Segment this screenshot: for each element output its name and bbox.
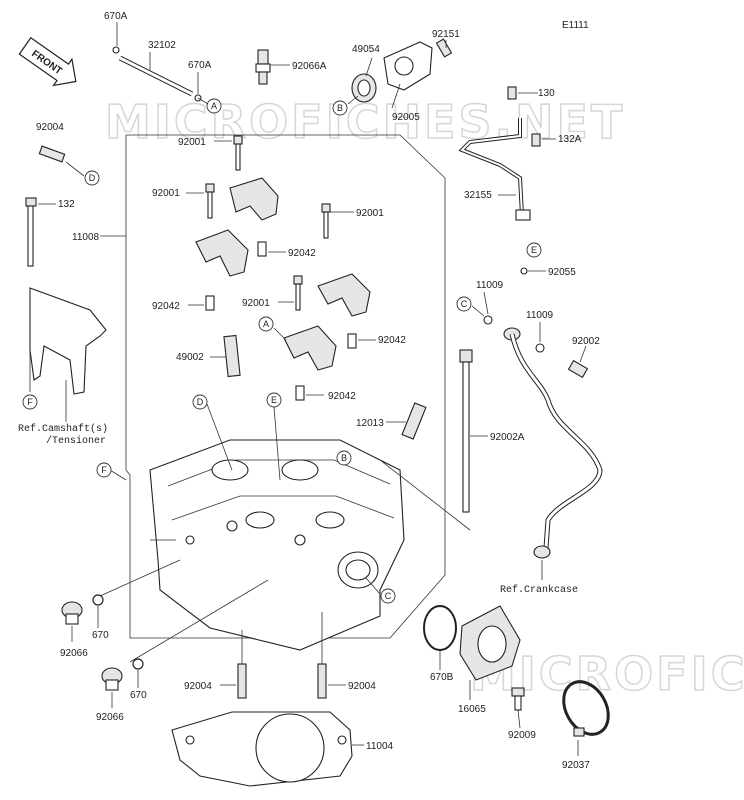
label-670B: 670B bbox=[430, 672, 454, 683]
label-92042-d: 92042 bbox=[328, 391, 356, 402]
thermostat-housing bbox=[351, 38, 453, 109]
svg-text:D: D bbox=[89, 173, 96, 183]
callout-E2: E bbox=[266, 392, 282, 408]
cam-cap-upper-left bbox=[186, 183, 249, 311]
bolt-92009 bbox=[511, 687, 525, 729]
sensor-92066A bbox=[255, 49, 290, 85]
stud-92004-top bbox=[38, 145, 85, 177]
svg-text:C: C bbox=[461, 299, 468, 309]
label-670-a: 670 bbox=[92, 630, 109, 641]
cam-cap-mid-right bbox=[317, 203, 376, 349]
label-132: 132 bbox=[58, 199, 75, 210]
label-92002: 92002 bbox=[572, 336, 600, 347]
label-92004-a: 92004 bbox=[184, 681, 212, 692]
tube-49002 bbox=[210, 334, 241, 378]
label-670-b: 670 bbox=[130, 690, 147, 701]
svg-text:A: A bbox=[263, 319, 269, 329]
label-92042-b: 92042 bbox=[152, 301, 180, 312]
label-670A-mid: 670A bbox=[188, 60, 212, 71]
label-92151: 92151 bbox=[432, 29, 460, 40]
oil-pipe-32155 bbox=[458, 86, 556, 275]
ref-tensioner: /Tensioner bbox=[46, 435, 106, 447]
front-arrow-icon: FRONT bbox=[18, 36, 77, 87]
tube-12013 bbox=[386, 402, 427, 440]
svg-text:D: D bbox=[197, 397, 204, 407]
ref-camshaft: Ref.Camshaft(s) bbox=[18, 423, 108, 435]
ref-crankcase: Ref.Crankcase bbox=[500, 584, 578, 596]
plug-92066-b bbox=[101, 658, 144, 708]
label-132A: 132A bbox=[558, 134, 582, 145]
callout-B2: B bbox=[336, 450, 352, 466]
tensioner-guide-bracket bbox=[29, 287, 107, 422]
label-49054: 49054 bbox=[352, 44, 380, 55]
label-92001-a: 92001 bbox=[178, 137, 206, 148]
svg-text:E: E bbox=[531, 245, 537, 255]
callout-A2: A bbox=[258, 316, 274, 332]
cam-cap-upper-right bbox=[214, 135, 286, 257]
callout-F2: F bbox=[96, 462, 112, 478]
plug-92066-a bbox=[61, 594, 104, 642]
label-16065: 16065 bbox=[458, 704, 486, 715]
callout-F1: F bbox=[22, 394, 38, 410]
label-32102: 32102 bbox=[148, 40, 176, 51]
label-92066-b: 92066 bbox=[96, 712, 124, 723]
label-670A-top: 670A bbox=[104, 11, 128, 22]
svg-text:E: E bbox=[271, 395, 277, 405]
oil-pipe-32102 bbox=[112, 22, 202, 102]
label-92005: 92005 bbox=[392, 112, 420, 123]
callout-C2: C bbox=[380, 588, 396, 604]
svg-text:B: B bbox=[341, 453, 347, 463]
label-92066A: 92066A bbox=[292, 61, 327, 72]
callout-A1: A bbox=[206, 98, 222, 114]
bolt-132 bbox=[25, 197, 56, 267]
label-92001-c: 92001 bbox=[356, 208, 384, 219]
label-92055: 92055 bbox=[548, 267, 576, 278]
callout-E1: E bbox=[526, 242, 542, 258]
svg-text:F: F bbox=[101, 465, 107, 475]
oil-hose-assembly bbox=[483, 291, 603, 580]
label-92037: 92037 bbox=[562, 760, 590, 771]
diagram-code: E1111 bbox=[562, 20, 589, 31]
bolt-92002A bbox=[379, 349, 488, 531]
callout-B1: B bbox=[332, 100, 348, 116]
label-12013: 12013 bbox=[356, 418, 384, 429]
svg-text:B: B bbox=[337, 103, 343, 113]
label-11009-a: 11009 bbox=[476, 280, 504, 291]
label-92004-top: 92004 bbox=[36, 122, 64, 133]
oring-670B bbox=[423, 605, 457, 670]
clamp-92037 bbox=[562, 680, 610, 756]
svg-text:F: F bbox=[27, 397, 33, 407]
callout-leaders bbox=[197, 95, 485, 595]
label-49002: 49002 bbox=[176, 352, 204, 363]
label-11004: 11004 bbox=[366, 741, 394, 752]
stud-92004-bottom bbox=[220, 612, 346, 699]
label-32155: 32155 bbox=[464, 190, 492, 201]
label-11008: 11008 bbox=[72, 232, 100, 243]
callout-D2: D bbox=[192, 394, 208, 410]
label-92001-b: 92001 bbox=[152, 188, 180, 199]
callout-C1: C bbox=[456, 296, 472, 312]
assembly-frame bbox=[100, 134, 446, 639]
svg-text:A: A bbox=[211, 101, 217, 111]
label-11009-b: 11009 bbox=[526, 310, 554, 321]
label-130: 130 bbox=[538, 88, 555, 99]
label-92004-b: 92004 bbox=[348, 681, 376, 692]
head-gasket-11004 bbox=[171, 711, 364, 787]
label-92042-c: 92042 bbox=[378, 335, 406, 346]
label-92009: 92009 bbox=[508, 730, 536, 741]
label-92042-a: 92042 bbox=[288, 248, 316, 259]
cam-cap-mid-left bbox=[278, 275, 337, 401]
svg-text:C: C bbox=[385, 591, 392, 601]
label-92002A: 92002A bbox=[490, 432, 525, 443]
cylinder-head bbox=[99, 439, 405, 663]
carb-holder-16065 bbox=[459, 605, 521, 700]
label-92066-a: 92066 bbox=[60, 648, 88, 659]
callout-D1: D bbox=[84, 170, 100, 186]
label-92001-d: 92001 bbox=[242, 298, 270, 309]
